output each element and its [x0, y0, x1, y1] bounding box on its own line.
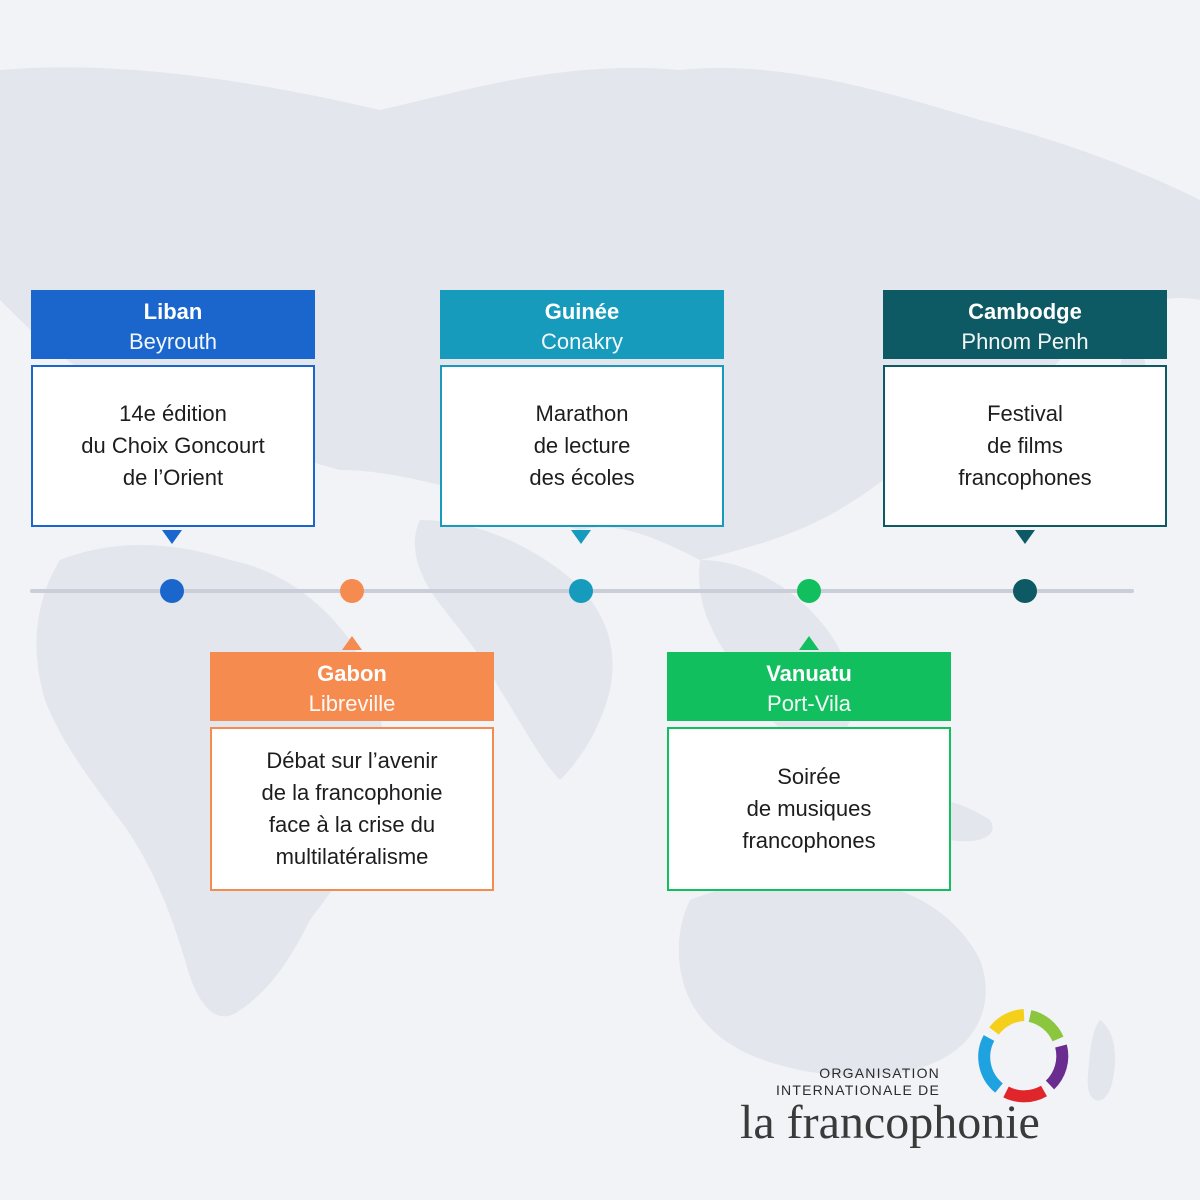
event-city: Port-Vila — [767, 691, 851, 716]
event-card-vanuatu: Vanuatu Port-Vila Soirée de musiques fra… — [667, 652, 951, 891]
event-description-line: Débat sur l’avenir — [266, 748, 438, 773]
event-pointer-cambodge — [1015, 530, 1035, 544]
event-city: Phnom Penh — [961, 329, 1089, 354]
event-country: Guinée — [544, 299, 620, 324]
event-pointer-vanuatu — [799, 636, 819, 650]
event-city: Libreville — [308, 691, 396, 716]
francophonie-logo: ORGANISATION INTERNATIONALE DE la franco… — [736, 1005, 1076, 1165]
event-country: Cambodge — [968, 299, 1082, 324]
ring-segment — [1028, 1010, 1064, 1042]
logo-wordmark: la francophonie — [740, 1096, 1040, 1149]
francophonie-ring-icon — [978, 1009, 1069, 1103]
event-card-guinee: Guinée Conakry Marathon de lecture des é… — [440, 290, 724, 527]
event-description: Débat sur l’avenir de la francophonie fa… — [210, 727, 494, 891]
event-header: Cambodge Phnom Penh — [883, 290, 1167, 359]
ring-segment — [1045, 1044, 1069, 1090]
event-country: Gabon — [317, 661, 387, 686]
logo-org-line: INTERNATIONALE DE — [775, 1082, 940, 1098]
event-description-line: face à la crise du — [268, 812, 436, 837]
event-description-line: de musiques — [746, 796, 872, 821]
event-description: Festival de films francophones — [883, 365, 1167, 527]
logo-org-line: ORGANISATION — [819, 1065, 940, 1081]
event-header: Guinée Conakry — [440, 290, 724, 359]
event-pointer-guinee — [571, 530, 591, 544]
event-header: Vanuatu Port-Vila — [667, 652, 951, 721]
event-description-line: 14e édition — [119, 401, 227, 426]
event-description-line: des écoles — [529, 465, 635, 490]
event-city: Conakry — [541, 329, 623, 354]
timeline-dot-gabon — [340, 579, 364, 603]
event-header: Liban Beyrouth — [31, 290, 315, 359]
event-description-line: de la francophonie — [261, 780, 443, 805]
event-description: 14e édition du Choix Goncourt de l’Orien… — [31, 365, 315, 527]
event-description: Marathon de lecture des écoles — [440, 365, 724, 527]
event-card-liban: Liban Beyrouth 14e édition du Choix Gonc… — [31, 290, 315, 527]
timeline-dot-cambodge — [1013, 579, 1037, 603]
event-description-line: Marathon — [535, 401, 629, 426]
event-description-line: de l’Orient — [122, 465, 224, 490]
event-description-line: du Choix Goncourt — [81, 433, 265, 458]
event-card-gabon: Gabon Libreville Débat sur l’avenir de l… — [210, 652, 494, 891]
logo-organisation-text: ORGANISATION INTERNATIONALE DE — [776, 1065, 940, 1099]
ring-segment — [989, 1009, 1025, 1035]
ring-segment — [978, 1035, 1004, 1093]
event-description-line: de films — [987, 433, 1063, 458]
event-description-line: francophones — [958, 465, 1092, 490]
event-pointer-liban — [162, 530, 182, 544]
event-country: Vanuatu — [766, 661, 852, 686]
event-card-cambodge: Cambodge Phnom Penh Festival de films fr… — [883, 290, 1167, 527]
ring-segment — [1003, 1085, 1047, 1103]
event-description-line: Festival — [987, 401, 1063, 426]
event-description-line: Soirée — [777, 764, 841, 789]
event-description-line: francophones — [742, 828, 876, 853]
event-description: Soirée de musiques francophones — [667, 727, 951, 891]
timeline-dot-guinee — [569, 579, 593, 603]
event-header: Gabon Libreville — [210, 652, 494, 721]
event-description-line: de lecture — [533, 433, 631, 458]
timeline-dot-vanuatu — [797, 579, 821, 603]
event-city: Beyrouth — [128, 329, 218, 354]
event-country: Liban — [143, 299, 203, 324]
event-pointer-gabon — [342, 636, 362, 650]
event-description-line: multilatéralisme — [275, 844, 429, 869]
timeline-dot-liban — [160, 579, 184, 603]
